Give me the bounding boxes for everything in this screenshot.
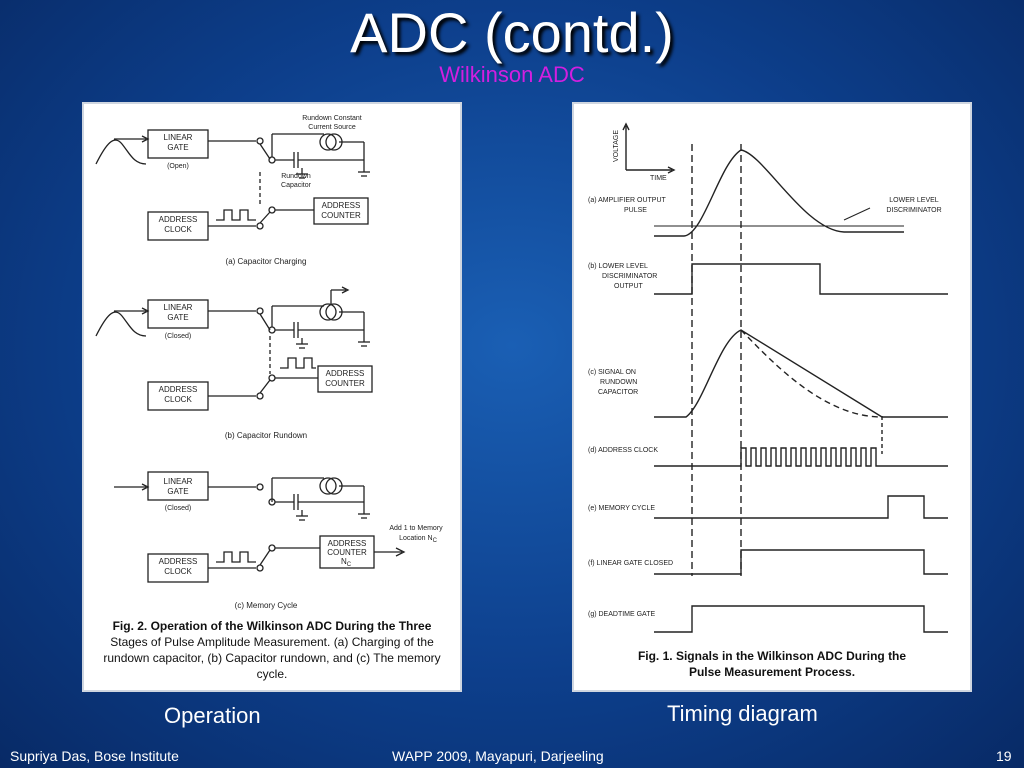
label-linear-gate-c2: GATE (167, 487, 188, 496)
fig2-line-3: rundown capacitor, (b) Capacitor rundown… (103, 651, 440, 665)
label-sig-b-1: (b) LOWER LEVEL (588, 263, 648, 270)
label-voltage: VOLTAGE (613, 130, 620, 162)
label-sig-c-3: CAPACITOR (598, 389, 638, 396)
label-address-clock-c1: ADDRESS (159, 557, 198, 566)
label-sig-c-1: (c) SIGNAL ON (588, 369, 636, 376)
label-address-counter-b2: COUNTER (325, 379, 365, 388)
input-pulse-a (95, 139, 147, 165)
operation-figure: LINEAR GATE (Open) Rundown Constant Curr… (82, 102, 462, 692)
label-address-counter-a2: COUNTER (321, 211, 361, 220)
label-linear-gate-c1: LINEAR (164, 477, 193, 486)
label-closed-c: (Closed) (165, 505, 191, 512)
label-address-counter-c1: ADDRESS (328, 539, 367, 548)
label-rundown-source-1: Rundown Constant (302, 115, 362, 122)
label-open: (Open) (167, 163, 189, 170)
label-rundown-cap-2: Capacitor (281, 182, 312, 189)
label-sig-g: (g) DEADTIME GATE (588, 611, 655, 618)
label-address-counter-b1: ADDRESS (326, 369, 365, 378)
label-time: TIME (650, 175, 667, 182)
label-lld-1: LOWER LEVEL (889, 197, 939, 204)
label-sig-a-2: PULSE (624, 207, 647, 214)
label-linear-gate-b1: LINEAR (164, 303, 193, 312)
label-linear-gate-a1: LINEAR (164, 133, 193, 142)
caption-timing-diagram: Timing diagram (667, 701, 818, 726)
timing-figure: VOLTAGE TIME LOWER LEVEL DISCRIMINATOR (… (572, 102, 972, 692)
fig2-line-2: Stages of Pulse Amplitude Measurement. (… (110, 635, 434, 649)
linear-gate-box-a (147, 129, 209, 159)
label-address-counter-c2: COUNTER (327, 548, 367, 557)
label-stage-c: (c) Memory Cycle (235, 601, 298, 610)
operation-diagram: LINEAR GATE (Open) Rundown Constant Curr… (95, 115, 443, 681)
label-rundown-source-2: Current Source (308, 124, 356, 131)
label-linear-gate-b2: GATE (167, 313, 188, 322)
label-counter-nc: NC (341, 557, 352, 568)
trace-address-clock (654, 447, 948, 467)
trace-amplifier-pulse (654, 149, 904, 237)
address-counter-box-a (313, 197, 369, 225)
fig2-line-1: Fig. 2. Operation of the Wilkinson ADC D… (113, 619, 432, 633)
linear-gate-box-c (147, 471, 209, 501)
footer-author: Supriya Das, Bose Institute (10, 748, 179, 764)
footer-page-number: 19 (996, 748, 1012, 764)
label-address-clock-a2: CLOCK (164, 225, 192, 234)
trace-linear-gate (654, 549, 948, 575)
input-pulse-b (95, 311, 147, 337)
label-closed-b: (Closed) (165, 333, 191, 340)
label-add-memory-2: Location NC (399, 535, 437, 544)
label-sig-b-3: OUTPUT (614, 283, 644, 290)
trace-rundown-signal (654, 329, 948, 418)
slide-subtitle: Wilkinson ADC (439, 62, 585, 87)
label-address-clock-a1: ADDRESS (159, 215, 198, 224)
fig1-line-2: Pulse Measurement Process. (689, 665, 855, 679)
trace-deadtime-gate (654, 605, 948, 633)
fig1-line-1: Fig. 1. Signals in the Wilkinson ADC Dur… (638, 649, 906, 663)
label-sig-f: (f) LINEAR GATE CLOSED (588, 560, 673, 567)
label-sig-d: (d) ADDRESS CLOCK (588, 447, 658, 454)
footer-event: WAPP 2009, Mayapuri, Darjeeling (392, 748, 604, 764)
label-lld-2: DISCRIMINATOR (886, 207, 941, 214)
label-address-clock-b1: ADDRESS (159, 385, 198, 394)
slide-title: ADC (contd.) (350, 1, 674, 64)
trace-memory-cycle (654, 495, 948, 519)
fig2-line-4: cycle. (257, 667, 288, 681)
linear-gate-box-b (147, 299, 209, 329)
label-sig-a-1: (a) AMPLIFIER OUTPUT (588, 197, 667, 204)
label-sig-c-2: RUNDOWN (600, 379, 637, 386)
label-address-clock-c2: CLOCK (164, 567, 192, 576)
label-rundown-cap-1: Rundown (281, 173, 311, 180)
caption-operation: Operation (164, 703, 261, 728)
label-linear-gate-a2: GATE (167, 143, 188, 152)
address-counter-box-b (317, 365, 373, 393)
label-stage-a: (a) Capacitor Charging (226, 257, 307, 266)
label-stage-b: (b) Capacitor Rundown (225, 431, 307, 440)
label-sig-e: (e) MEMORY CYCLE (588, 505, 655, 512)
label-address-clock-b2: CLOCK (164, 395, 192, 404)
timing-diagram: VOLTAGE TIME LOWER LEVEL DISCRIMINATOR (… (588, 122, 948, 679)
label-address-counter-a1: ADDRESS (322, 201, 361, 210)
trace-lld-output (654, 263, 948, 295)
label-sig-b-2: DISCRIMINATOR (602, 273, 657, 280)
label-add-memory-1: Add 1 to Memory (389, 525, 443, 532)
